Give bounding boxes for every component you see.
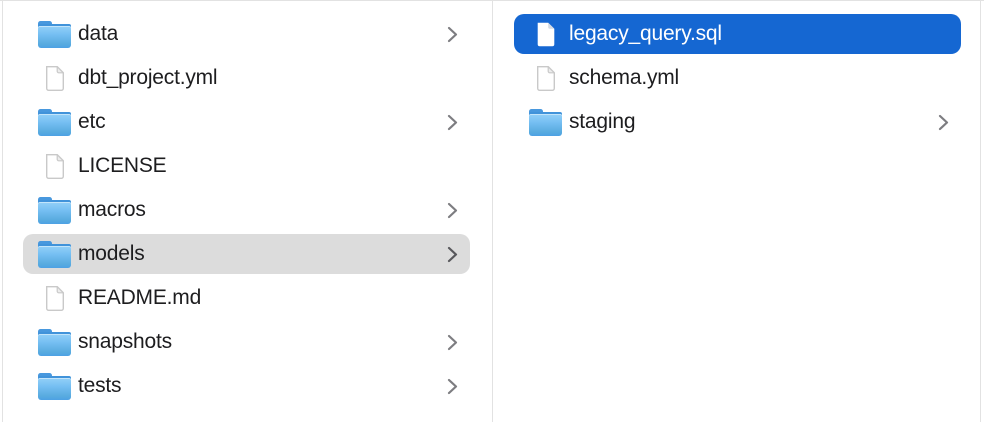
file-list: legacy_query.sql schema.yml staging bbox=[493, 1, 980, 142]
finder-column-left: data dbt_project.yml etc LICENSE macros … bbox=[3, 1, 492, 422]
chevron-right-icon bbox=[447, 334, 458, 351]
chevron-right-icon bbox=[447, 246, 458, 263]
item-label: dbt_project.yml bbox=[78, 66, 218, 89]
item-label: README.md bbox=[78, 286, 202, 309]
item-label: snapshots bbox=[78, 330, 172, 353]
item-label: legacy_query.sql bbox=[569, 22, 722, 45]
row-schema-yml[interactable]: schema.yml bbox=[514, 58, 961, 98]
document-icon bbox=[45, 66, 64, 91]
row-readme-md[interactable]: README.md bbox=[23, 278, 470, 318]
chevron-right-icon bbox=[447, 378, 458, 395]
item-label: data bbox=[78, 22, 119, 45]
file-list: data dbt_project.yml etc LICENSE macros … bbox=[3, 1, 492, 406]
item-label: models bbox=[78, 242, 145, 265]
chevron-right-icon bbox=[938, 114, 949, 131]
column-divider[interactable] bbox=[980, 0, 981, 422]
row-tests[interactable]: tests bbox=[23, 366, 470, 406]
row-etc[interactable]: etc bbox=[23, 102, 470, 142]
folder-icon bbox=[38, 196, 71, 224]
row-macros[interactable]: macros bbox=[23, 190, 470, 230]
row-models[interactable]: models bbox=[23, 234, 470, 274]
folder-icon bbox=[38, 240, 71, 268]
chevron-right-icon bbox=[447, 26, 458, 43]
item-label: LICENSE bbox=[78, 154, 167, 177]
folder-icon bbox=[529, 108, 562, 136]
row-legacy-query-sql[interactable]: legacy_query.sql bbox=[514, 14, 961, 54]
column-divider[interactable] bbox=[492, 0, 493, 422]
document-icon bbox=[536, 66, 555, 91]
row-staging[interactable]: staging bbox=[514, 102, 961, 142]
item-label: schema.yml bbox=[569, 66, 680, 89]
folder-icon bbox=[38, 328, 71, 356]
document-icon bbox=[45, 154, 64, 179]
folder-icon bbox=[38, 20, 71, 48]
item-label: staging bbox=[569, 110, 636, 133]
item-label: etc bbox=[78, 110, 106, 133]
left-edge-divider bbox=[2, 0, 3, 422]
item-label: tests bbox=[78, 374, 122, 397]
finder-column-right: legacy_query.sql schema.yml staging bbox=[493, 1, 980, 422]
row-snapshots[interactable]: snapshots bbox=[23, 322, 470, 362]
item-label: macros bbox=[78, 198, 146, 221]
document-icon bbox=[537, 22, 554, 47]
row-license[interactable]: LICENSE bbox=[23, 146, 470, 186]
document-icon bbox=[45, 286, 64, 311]
folder-icon bbox=[38, 372, 71, 400]
folder-icon bbox=[38, 108, 71, 136]
row-dbt-project-yml[interactable]: dbt_project.yml bbox=[23, 58, 470, 98]
chevron-right-icon bbox=[447, 202, 458, 219]
chevron-right-icon bbox=[447, 114, 458, 131]
row-data[interactable]: data bbox=[23, 14, 470, 54]
